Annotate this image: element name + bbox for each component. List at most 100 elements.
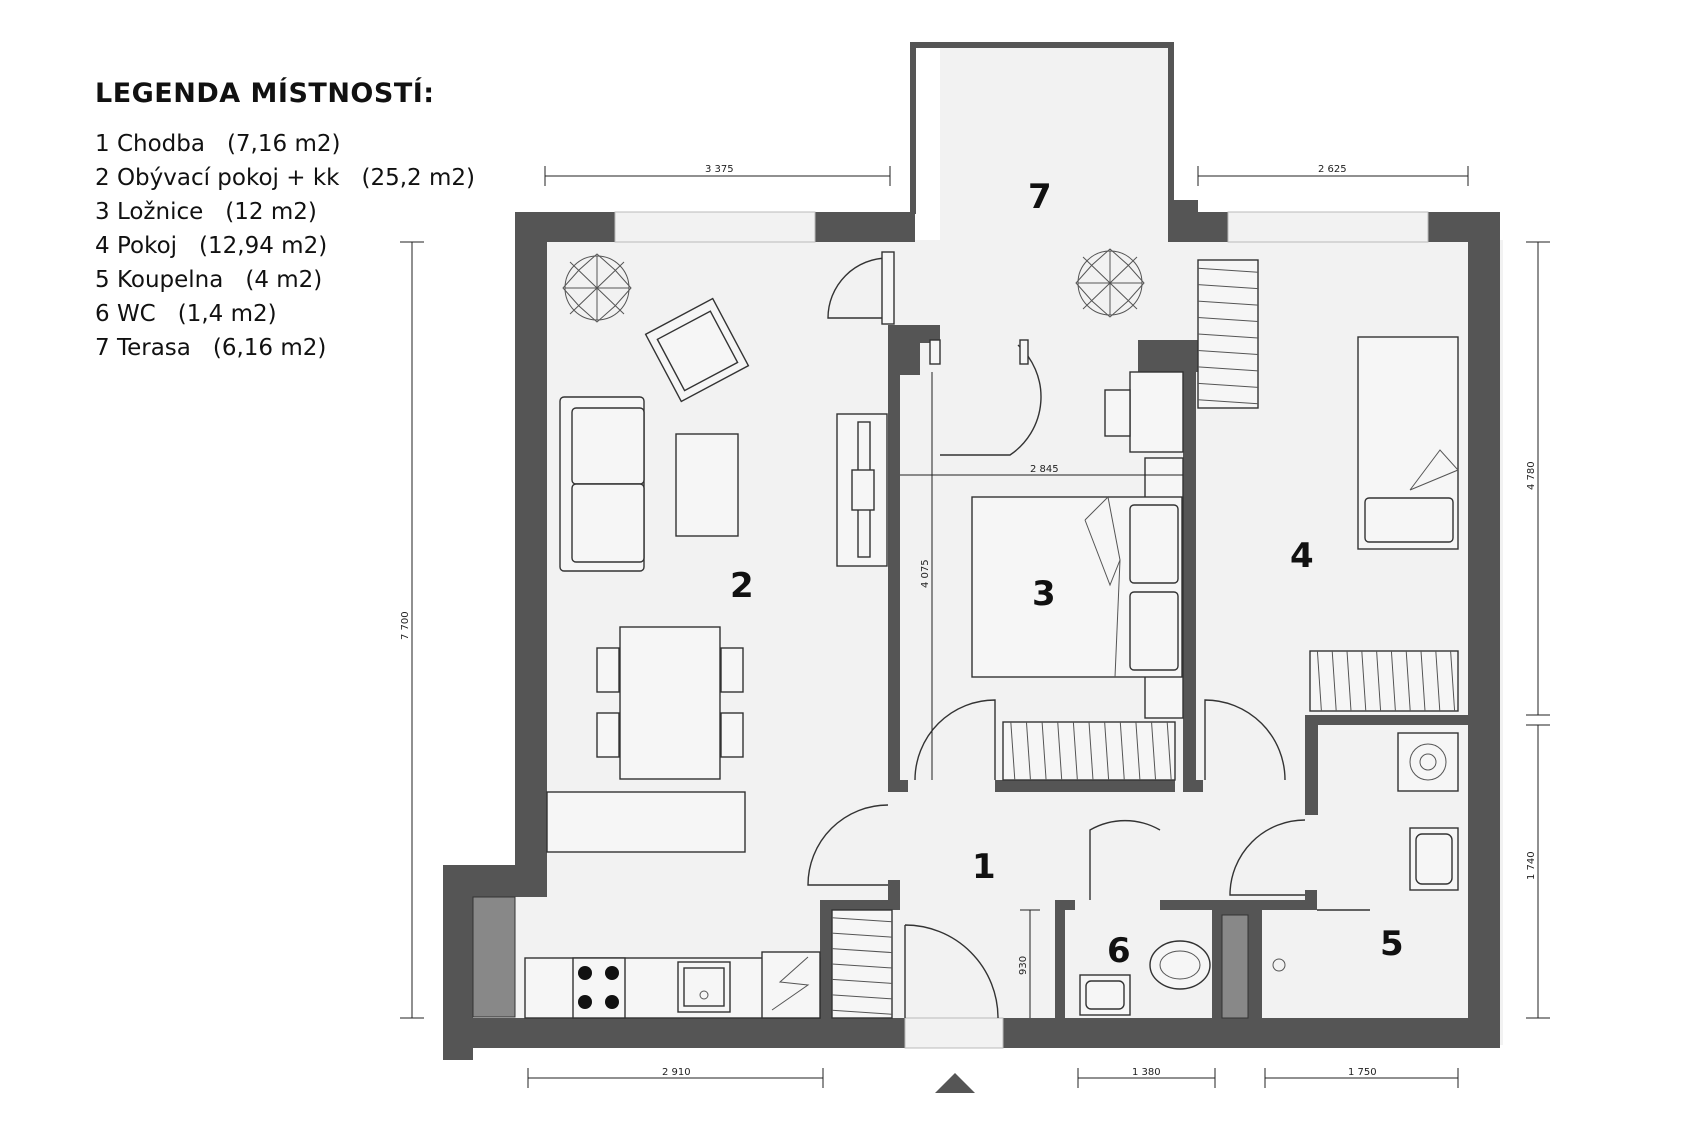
room-numbers: 1 2 3 4 5 6 7 — [730, 177, 1404, 971]
desk — [1129, 371, 1184, 453]
wardrobe-hatch — [1197, 349, 1259, 355]
wardrobe-hatch — [1197, 300, 1259, 306]
hall-wardrobe — [831, 909, 893, 1019]
coffee-table — [675, 433, 739, 537]
legend-item-area: (25,2 m2) — [361, 165, 475, 191]
bathroom-fixtures — [1221, 732, 1459, 1019]
wardrobe-hatch — [1316, 650, 1322, 712]
wardrobe-hatch — [1104, 721, 1110, 781]
legend-item: 5 Koupelna (4 m2) — [95, 263, 475, 297]
wardrobe-hatch — [1331, 650, 1337, 712]
wardrobe-hatch — [1197, 382, 1259, 388]
room-number: 7 — [1028, 177, 1052, 217]
legend-item: 7 Terasa (6,16 m2) — [95, 331, 475, 365]
wardrobe-hatch — [831, 1009, 893, 1015]
wardrobe-hatch — [1376, 650, 1382, 712]
legend-item-area: (6,16 m2) — [212, 335, 327, 361]
plant-icon — [1075, 248, 1145, 318]
wardrobe-hatch — [1166, 721, 1172, 781]
wardrobe-hatch — [1361, 650, 1367, 712]
legend-item-area: (7,16 m2) — [226, 131, 341, 157]
wardrobe-hatch — [1197, 284, 1259, 290]
legend-item: 4 Pokoj (12,94 m2) — [95, 229, 475, 263]
bedroom-wardrobe — [1002, 721, 1176, 781]
plant-icon — [562, 253, 632, 323]
wardrobe — [1309, 650, 1459, 712]
wardrobe-hatch — [1025, 721, 1031, 781]
legend-item-area: (12 m2) — [225, 199, 317, 225]
room-number: 6 — [1107, 931, 1131, 971]
legend-item-label: 1 Chodba — [95, 131, 205, 157]
wardrobe-hatch — [831, 948, 893, 954]
legend-item: 3 Ložnice(12 m2) — [95, 195, 475, 229]
chair — [1104, 389, 1131, 437]
wardrobe-hatch — [831, 978, 893, 984]
dining-table — [619, 626, 721, 780]
room-legend: LEGENDA MÍSTNOSTÍ: 1 Chodba (7,16 m2) 2 O… — [95, 78, 475, 365]
wardrobe-hatch — [1088, 721, 1094, 781]
dimension-label: 2 910 — [662, 1067, 691, 1078]
toilet — [1149, 940, 1211, 990]
walls — [443, 42, 1500, 1060]
wardrobe — [1197, 259, 1259, 409]
wardrobe-hatch — [1010, 721, 1016, 781]
wardrobe-hatch — [1197, 333, 1259, 339]
legend-item-label: 7 Terasa — [95, 335, 191, 361]
wardrobe-hatch — [1197, 267, 1259, 273]
room4-furniture — [1197, 259, 1459, 712]
legend-item-label: 5 Koupelna — [95, 267, 224, 293]
legend-item-label: 2 Obývací pokoj + kk — [95, 165, 340, 191]
wardrobe-hatch — [1119, 721, 1125, 781]
legend-item-label: 6 WC — [95, 301, 156, 327]
entrance-arrow-icon — [935, 1073, 975, 1093]
legend-item-area: (12,94 m2) — [199, 233, 328, 259]
wardrobe-hatch — [1197, 399, 1259, 405]
dimension-label: 1 740 — [1526, 851, 1537, 880]
wardrobe-hatch — [1405, 650, 1411, 712]
wardrobe-hatch — [831, 917, 893, 923]
legend-title: LEGENDA MÍSTNOSTÍ: — [95, 78, 435, 109]
dimension-label: 2 625 — [1318, 164, 1347, 175]
room-number: 1 — [972, 847, 996, 887]
wardrobe-hatch — [1450, 650, 1456, 712]
wardrobe-hatch — [1390, 650, 1396, 712]
dimension-label: 2 845 — [1030, 464, 1059, 475]
dimension-label: 3 375 — [705, 164, 734, 175]
legend-item-area: (4 m2) — [245, 267, 323, 293]
armchair — [644, 297, 750, 403]
shower-drain-icon — [1272, 958, 1286, 972]
wardrobe-hatch — [1435, 650, 1441, 712]
doors — [807, 251, 1370, 1019]
bedroom-furniture — [971, 371, 1184, 781]
legend-item-area: (1,4 m2) — [177, 301, 277, 327]
living-room-furniture — [546, 253, 888, 853]
washing-machine — [1397, 732, 1459, 792]
kitchen-island — [546, 791, 746, 853]
legend-item-label: 4 Pokoj — [95, 233, 178, 259]
dimension-label: 1 750 — [1348, 1067, 1377, 1078]
wardrobe-hatch — [831, 963, 893, 969]
wardrobe-hatch — [1135, 721, 1141, 781]
windows — [614, 211, 1429, 1049]
dimension-label: 930 — [1018, 956, 1029, 975]
legend-item: 6 WC (1,4 m2) — [95, 297, 475, 331]
room-number: 3 — [1032, 574, 1056, 614]
wardrobe-hatch — [1346, 650, 1352, 712]
wardrobe-hatch — [1420, 650, 1426, 712]
wardrobe-hatch — [1072, 721, 1078, 781]
room-number: 2 — [730, 566, 754, 606]
wardrobe-hatch — [1151, 721, 1157, 781]
dimension-label: 4 075 — [920, 559, 931, 588]
wardrobe-hatch — [1057, 721, 1063, 781]
wardrobe-hatch — [831, 994, 893, 1000]
dimension-label: 1 380 — [1132, 1067, 1161, 1078]
legend-item: 2 Obývací pokoj + kk (25,2 m2) — [95, 161, 475, 195]
kitchen — [472, 896, 821, 1019]
cooktop — [572, 957, 626, 1019]
room-number: 4 — [1290, 536, 1314, 576]
room-number: 5 — [1380, 924, 1404, 964]
wardrobe-hatch — [1197, 366, 1259, 372]
wardrobe-hatch — [831, 932, 893, 938]
wc-fixtures — [1065, 910, 1212, 1018]
